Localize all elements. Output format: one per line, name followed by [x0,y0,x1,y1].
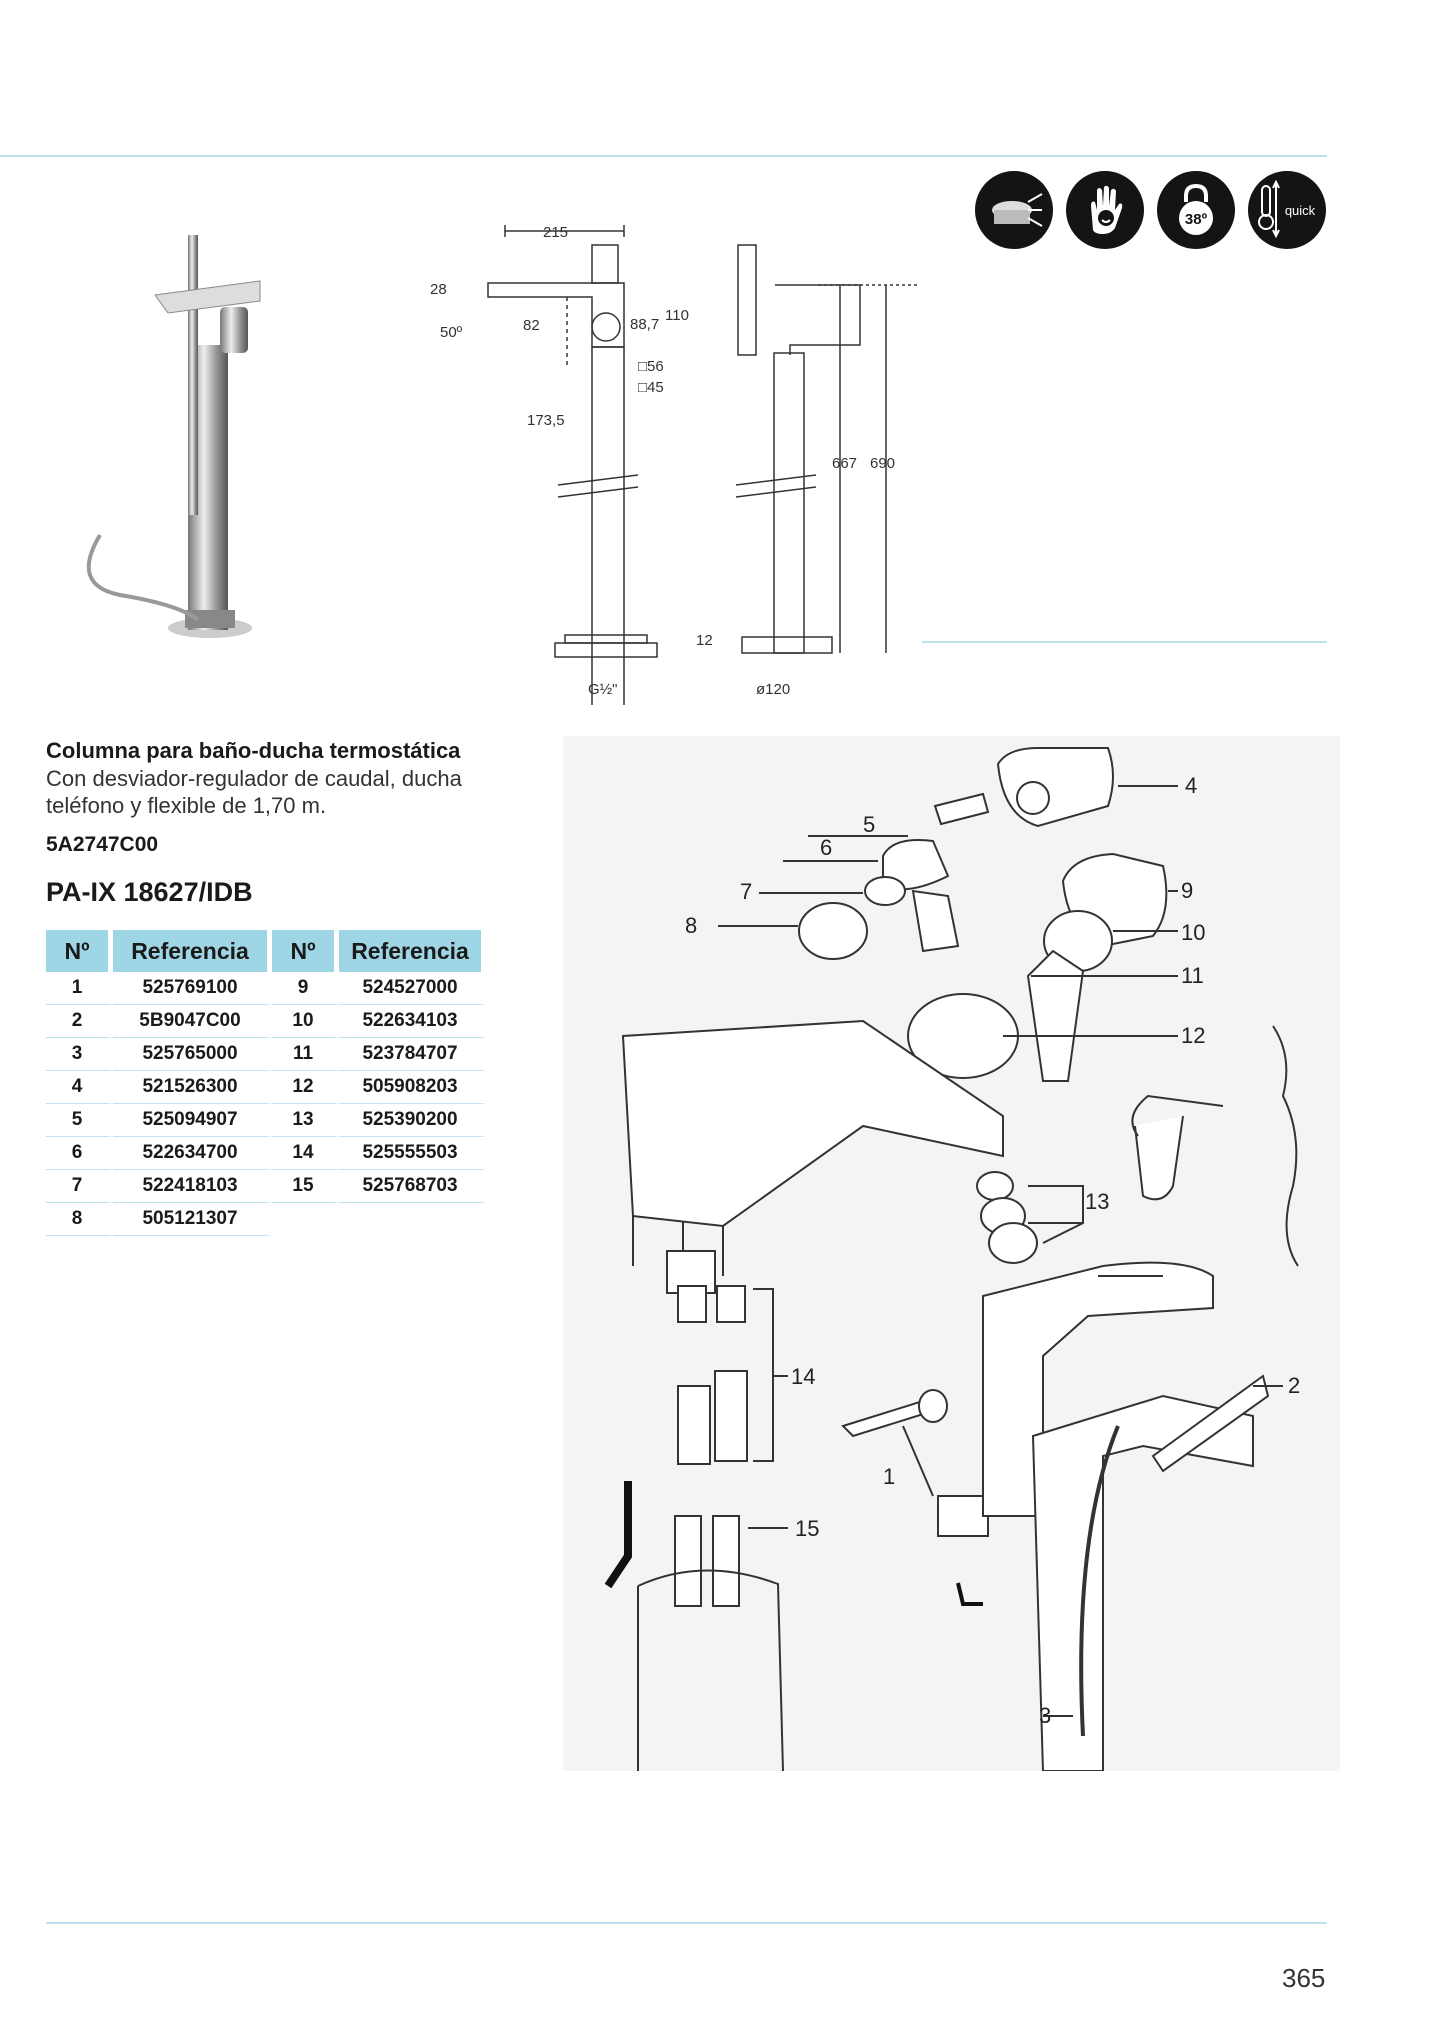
svg-text:2: 2 [1288,1373,1300,1398]
svg-text:□45: □45 [638,379,664,396]
thermostat-lock-icon: 38º [1157,171,1235,249]
svg-text:6: 6 [820,835,832,860]
svg-text:7: 7 [740,879,752,904]
svg-text:38º: 38º [1185,211,1208,228]
svg-text:9: 9 [1181,878,1193,903]
svg-text:667: 667 [832,455,857,472]
hand-safety-icon [1066,171,1144,249]
page-number: 365 [1282,1963,1326,1993]
svg-text:quick: quick [1285,203,1316,218]
column-header-number: Nº [272,930,339,972]
svg-text:14: 14 [791,1364,815,1389]
svg-text:11: 11 [1181,963,1204,988]
product-code: 5A2747C00 [46,833,159,856]
svg-text:5: 5 [863,812,875,837]
product-title: Columna para baño-ducha termostática [46,738,461,763]
svg-text:173,5: 173,5 [527,412,565,429]
svg-text:4: 4 [1185,773,1197,798]
svg-text:10: 10 [1181,920,1205,945]
svg-text:□56: □56 [638,358,664,375]
column-header-reference: Referencia [113,930,272,972]
svg-text:15: 15 [795,1516,819,1541]
svg-text:215: 215 [543,225,568,241]
product-info: Columna para baño-ducha termostática Con… [46,737,546,908]
svg-text:110: 110 [665,307,689,324]
svg-text:28: 28 [430,281,447,298]
svg-text:82: 82 [523,317,540,334]
column-header-reference: Referencia [339,930,486,972]
bottom-rule [46,1922,1327,1924]
technical-drawing: 215 28 50º 82 88,7 110 □56 □45 173,5 667… [430,225,920,705]
product-description: Con desviador-regulador de caudal, ducha… [46,766,462,818]
svg-text:3: 3 [1039,1703,1051,1728]
svg-text:690: 690 [870,455,895,472]
product-photo [86,235,261,638]
svg-text:88,7: 88,7 [630,316,659,333]
exploded-view: 4 5 6 7 8 9 10 11 12 13 14 15 1 2 3 [563,736,1340,1772]
middle-rule [922,641,1327,643]
svg-text:12: 12 [696,632,713,649]
svg-text:ø120: ø120 [756,681,790,698]
top-rule [0,155,1327,157]
column-header-number: Nº [46,930,113,972]
svg-text:12: 12 [1181,1023,1205,1048]
eco-cap-icon [975,171,1053,249]
svg-text:G½": G½" [588,681,618,698]
svg-text:13: 13 [1085,1189,1109,1214]
svg-text:50º: 50º [440,324,463,341]
quick-thermostat-icon: quick [1248,171,1326,249]
svg-text:8: 8 [685,913,697,938]
svg-text:1: 1 [883,1464,895,1489]
product-model: PA-IX 18627/IDB [46,877,253,907]
